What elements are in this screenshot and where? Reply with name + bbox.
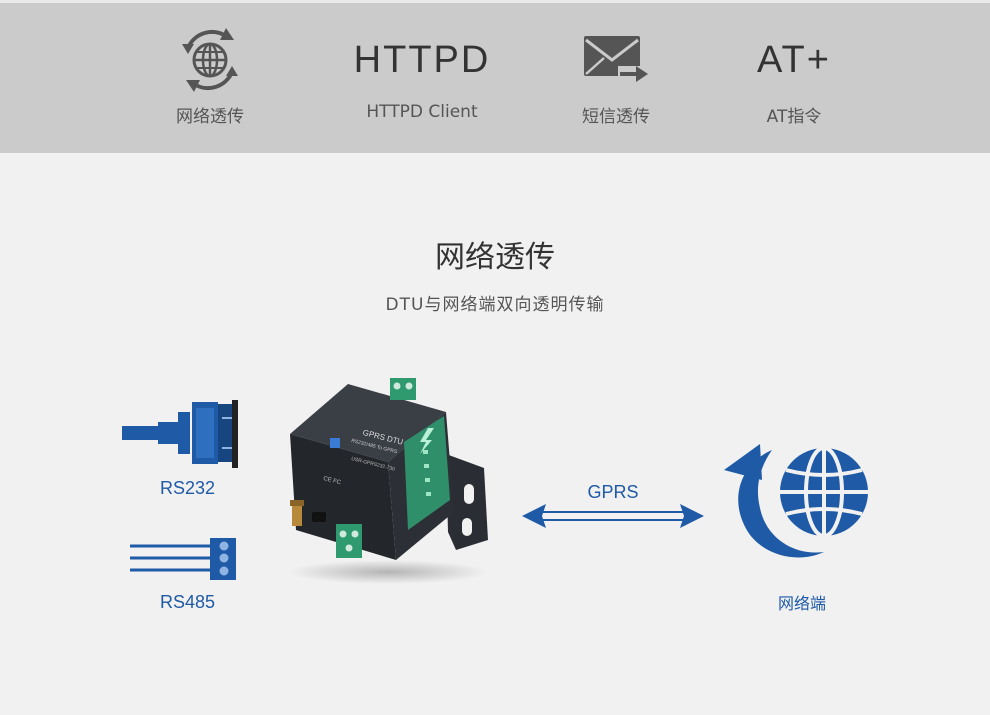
bidirectional-arrow-icon [522, 504, 704, 528]
feature-network-transparent: 网络透传 [120, 20, 300, 140]
feature-label: 网络透传 [176, 107, 244, 127]
banner-top-divider [0, 0, 990, 3]
globe-refresh-icon [182, 28, 238, 92]
section-title: 网络透传 [435, 240, 555, 275]
rs232-connector-icon [122, 400, 238, 468]
network-end-label: 网络端 [777, 594, 826, 613]
gprs-dtu-device: GPRS DTU RS232/485 To GPRS USR-GPRS232-7… [278, 372, 490, 584]
section-subtitle: DTU与网络端双向透明传输 [385, 295, 605, 315]
at-plus-wordmark: AT+ [757, 38, 831, 81]
feature-sms-transparent: 短信透传 [526, 20, 706, 140]
envelope-arrow-icon [584, 36, 648, 82]
network-globe-icon [724, 444, 868, 558]
rs485-label: RS485 [160, 592, 216, 612]
feature-banner: 网络透传 HTTPD HTTPD Client 短信透传 AT+ AT指令 [0, 0, 990, 153]
feature-label: 短信透传 [582, 107, 650, 127]
feature-httpd-client: HTTPD HTTPD Client [332, 20, 512, 140]
rs232-label: RS232 [160, 478, 216, 498]
feature-at-commands: AT+ AT指令 [704, 20, 884, 140]
gprs-link-label: GPRS [587, 482, 639, 502]
feature-label: HTTPD Client [366, 102, 478, 122]
dtu-device-illustration [288, 378, 488, 584]
feature-label: AT指令 [766, 107, 822, 127]
rs485-terminal-icon [130, 538, 236, 580]
httpd-wordmark: HTTPD [353, 38, 491, 81]
